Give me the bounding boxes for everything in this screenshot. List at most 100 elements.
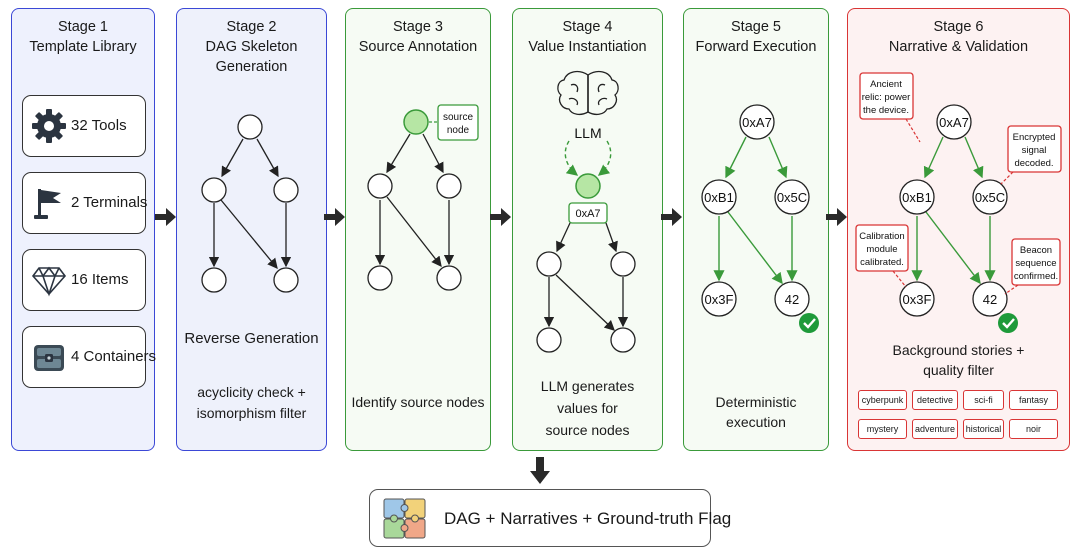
stage-5-dag: 0xA7 0xB1 0x5C 0x3F 42 xyxy=(701,104,819,333)
genre-tag: adventure xyxy=(912,419,958,439)
output-label: DAG + Narratives + Ground-truth Flag xyxy=(444,509,732,528)
svg-text:Beacon: Beacon xyxy=(1020,245,1052,256)
value-tag xyxy=(568,202,608,224)
node-0xB1 xyxy=(899,179,935,215)
stage-4-panel: Stage 4 Value Instantiation LLM 0xA7 xyxy=(512,8,663,451)
dag-node xyxy=(367,265,393,291)
svg-text:confirmed.: confirmed. xyxy=(1014,271,1058,282)
reverse-generation-heading: Reverse Generation xyxy=(184,330,319,347)
node-bottom-right-label: 42 xyxy=(983,292,997,307)
stage-6-caption-line1: Background stories + xyxy=(892,342,1025,358)
stage-2-label: Stage 2 xyxy=(226,19,277,35)
output-box: DAG + Narratives + Ground-truth Flag xyxy=(369,489,731,547)
stage-4-title: Value Instantiation xyxy=(528,39,647,55)
library-card-tools: 32 Tools xyxy=(22,95,146,157)
stage-1-title: Template Library xyxy=(29,39,137,55)
gem-icon xyxy=(31,262,67,298)
node-left-label: 0xB1 xyxy=(704,190,734,205)
library-items-label: 16 Items xyxy=(71,271,129,288)
stage-5-label: Stage 5 xyxy=(731,19,781,35)
svg-text:signal: signal xyxy=(1022,145,1047,156)
dag-node xyxy=(273,267,299,293)
library-card-items: 16 Items xyxy=(22,249,146,311)
stage-4-dag: LLM 0xA7 xyxy=(536,70,636,353)
arrow-stage1-to-2 xyxy=(155,208,176,226)
callout-calibration: Calibration module calibrated. xyxy=(855,224,909,288)
source-node xyxy=(403,109,429,135)
stage-1-label: Stage 1 xyxy=(58,19,108,35)
stage-6-dag: 0xA7 0xB1 0x5C 0x3F 42 Ancient relic: po… xyxy=(855,72,1062,333)
node-right-label: 0x5C xyxy=(975,190,1005,205)
library-containers-label: 4 Containers xyxy=(71,348,157,365)
stage-2-panel: Stage 2 DAG Skeleton Generation Reverse … xyxy=(176,8,327,451)
stage-2-note-line2: isomorphism filter xyxy=(196,405,307,421)
svg-text:sequence: sequence xyxy=(1015,258,1056,269)
node-0x5C xyxy=(774,179,810,215)
stage-2-title: DAG Skeleton Generation xyxy=(205,39,298,75)
node-bottom-left-label: 0x3F xyxy=(903,292,932,307)
node-top-label: 0xA7 xyxy=(939,115,969,130)
svg-text:decoded.: decoded. xyxy=(1014,158,1053,169)
callout-signal: Encrypted signal decoded. xyxy=(1000,125,1062,185)
stage-6-title: Narrative & Validation xyxy=(888,39,1029,55)
stage-6-caption-line2: quality filter xyxy=(923,362,994,378)
genre-tag: noir xyxy=(1009,419,1058,439)
genre-tag: mystery xyxy=(858,419,907,439)
library-card-containers: 4 Containers xyxy=(22,326,156,388)
stage-3-dag: source node xyxy=(367,104,479,291)
dag-node xyxy=(237,114,263,140)
node-0x5C xyxy=(972,179,1008,215)
llm-label: LLM xyxy=(574,125,601,141)
dag-node xyxy=(436,265,462,291)
puzzle-icon xyxy=(383,498,426,539)
genre-tag: cyberpunk xyxy=(858,390,907,410)
brain-icon xyxy=(557,70,619,116)
dag-node xyxy=(273,177,299,203)
node-bottom-left-label: 0x3F xyxy=(705,292,734,307)
node-bottom-right-label: 42 xyxy=(785,292,799,307)
dag-node xyxy=(201,177,227,203)
value-tag-label: 0xA7 xyxy=(575,208,600,220)
library-card-terminals: 2 Terminals xyxy=(22,172,148,234)
source-callout-line2: node xyxy=(447,125,470,136)
stage-3-label: Stage 3 xyxy=(393,19,443,35)
stage-4-caption-line2: values for xyxy=(557,400,618,416)
arrow-stage3-to-4 xyxy=(490,208,511,226)
stage-4-caption-line1: LLM generates xyxy=(540,378,635,394)
dag-node xyxy=(201,267,227,293)
source-callout-line1: source xyxy=(443,112,473,123)
library-terminals-label: 2 Terminals xyxy=(71,194,148,211)
node-0xA7 xyxy=(936,104,972,140)
arrow-stage4-to-5 xyxy=(661,208,682,226)
stage-4-label: Stage 4 xyxy=(562,19,613,35)
dag-node xyxy=(610,327,636,353)
stage-5-panel: Stage 5 Forward Execution 0xA7 0xB1 0x5C… xyxy=(683,8,829,451)
node-0x3F xyxy=(899,281,935,317)
chest-icon xyxy=(31,339,67,375)
stage-2-note-line1: acyclicity check + xyxy=(197,384,306,400)
stage-4-caption-line3: source nodes xyxy=(545,422,630,438)
dag-node xyxy=(610,251,636,277)
arrow-stage2-to-3 xyxy=(324,208,345,226)
check-icon xyxy=(799,313,819,333)
dag-node xyxy=(436,173,462,199)
genre-tag: historical xyxy=(963,419,1004,439)
node-right-label: 0x5C xyxy=(777,190,807,205)
node-0x3F xyxy=(701,281,737,317)
gear-icon xyxy=(31,108,67,144)
svg-text:the device.: the device. xyxy=(863,105,909,116)
stage-5-title: Forward Execution xyxy=(695,39,817,55)
arrow-down-to-output xyxy=(530,457,550,484)
genre-tag: sci-fi xyxy=(963,390,1004,410)
stage-3-panel: Stage 3 Source Annotation source node Id… xyxy=(345,8,491,451)
stage-2-dag xyxy=(201,114,299,293)
stage-3-caption: Identify source nodes xyxy=(351,394,485,410)
svg-text:Calibration: Calibration xyxy=(859,231,904,242)
dag-node xyxy=(367,173,393,199)
svg-text:module: module xyxy=(866,244,897,255)
source-node xyxy=(575,173,601,199)
stage-3-title: Source Annotation xyxy=(358,39,478,55)
node-42 xyxy=(774,281,810,317)
genre-tag: detective xyxy=(912,390,958,410)
node-0xA7 xyxy=(739,104,775,140)
